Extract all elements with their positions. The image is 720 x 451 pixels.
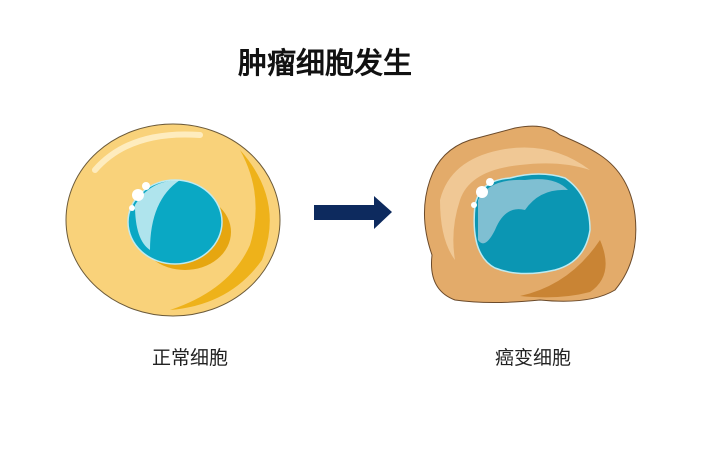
cancer-cell xyxy=(423,125,637,303)
arrow-icon xyxy=(314,196,392,229)
diagram-title: 肿瘤细胞发生 xyxy=(237,46,412,80)
normal-cell-label: 正常细胞 xyxy=(151,347,228,369)
cancer-cell-label: 癌变细胞 xyxy=(494,347,571,369)
normal-cell xyxy=(65,123,281,317)
